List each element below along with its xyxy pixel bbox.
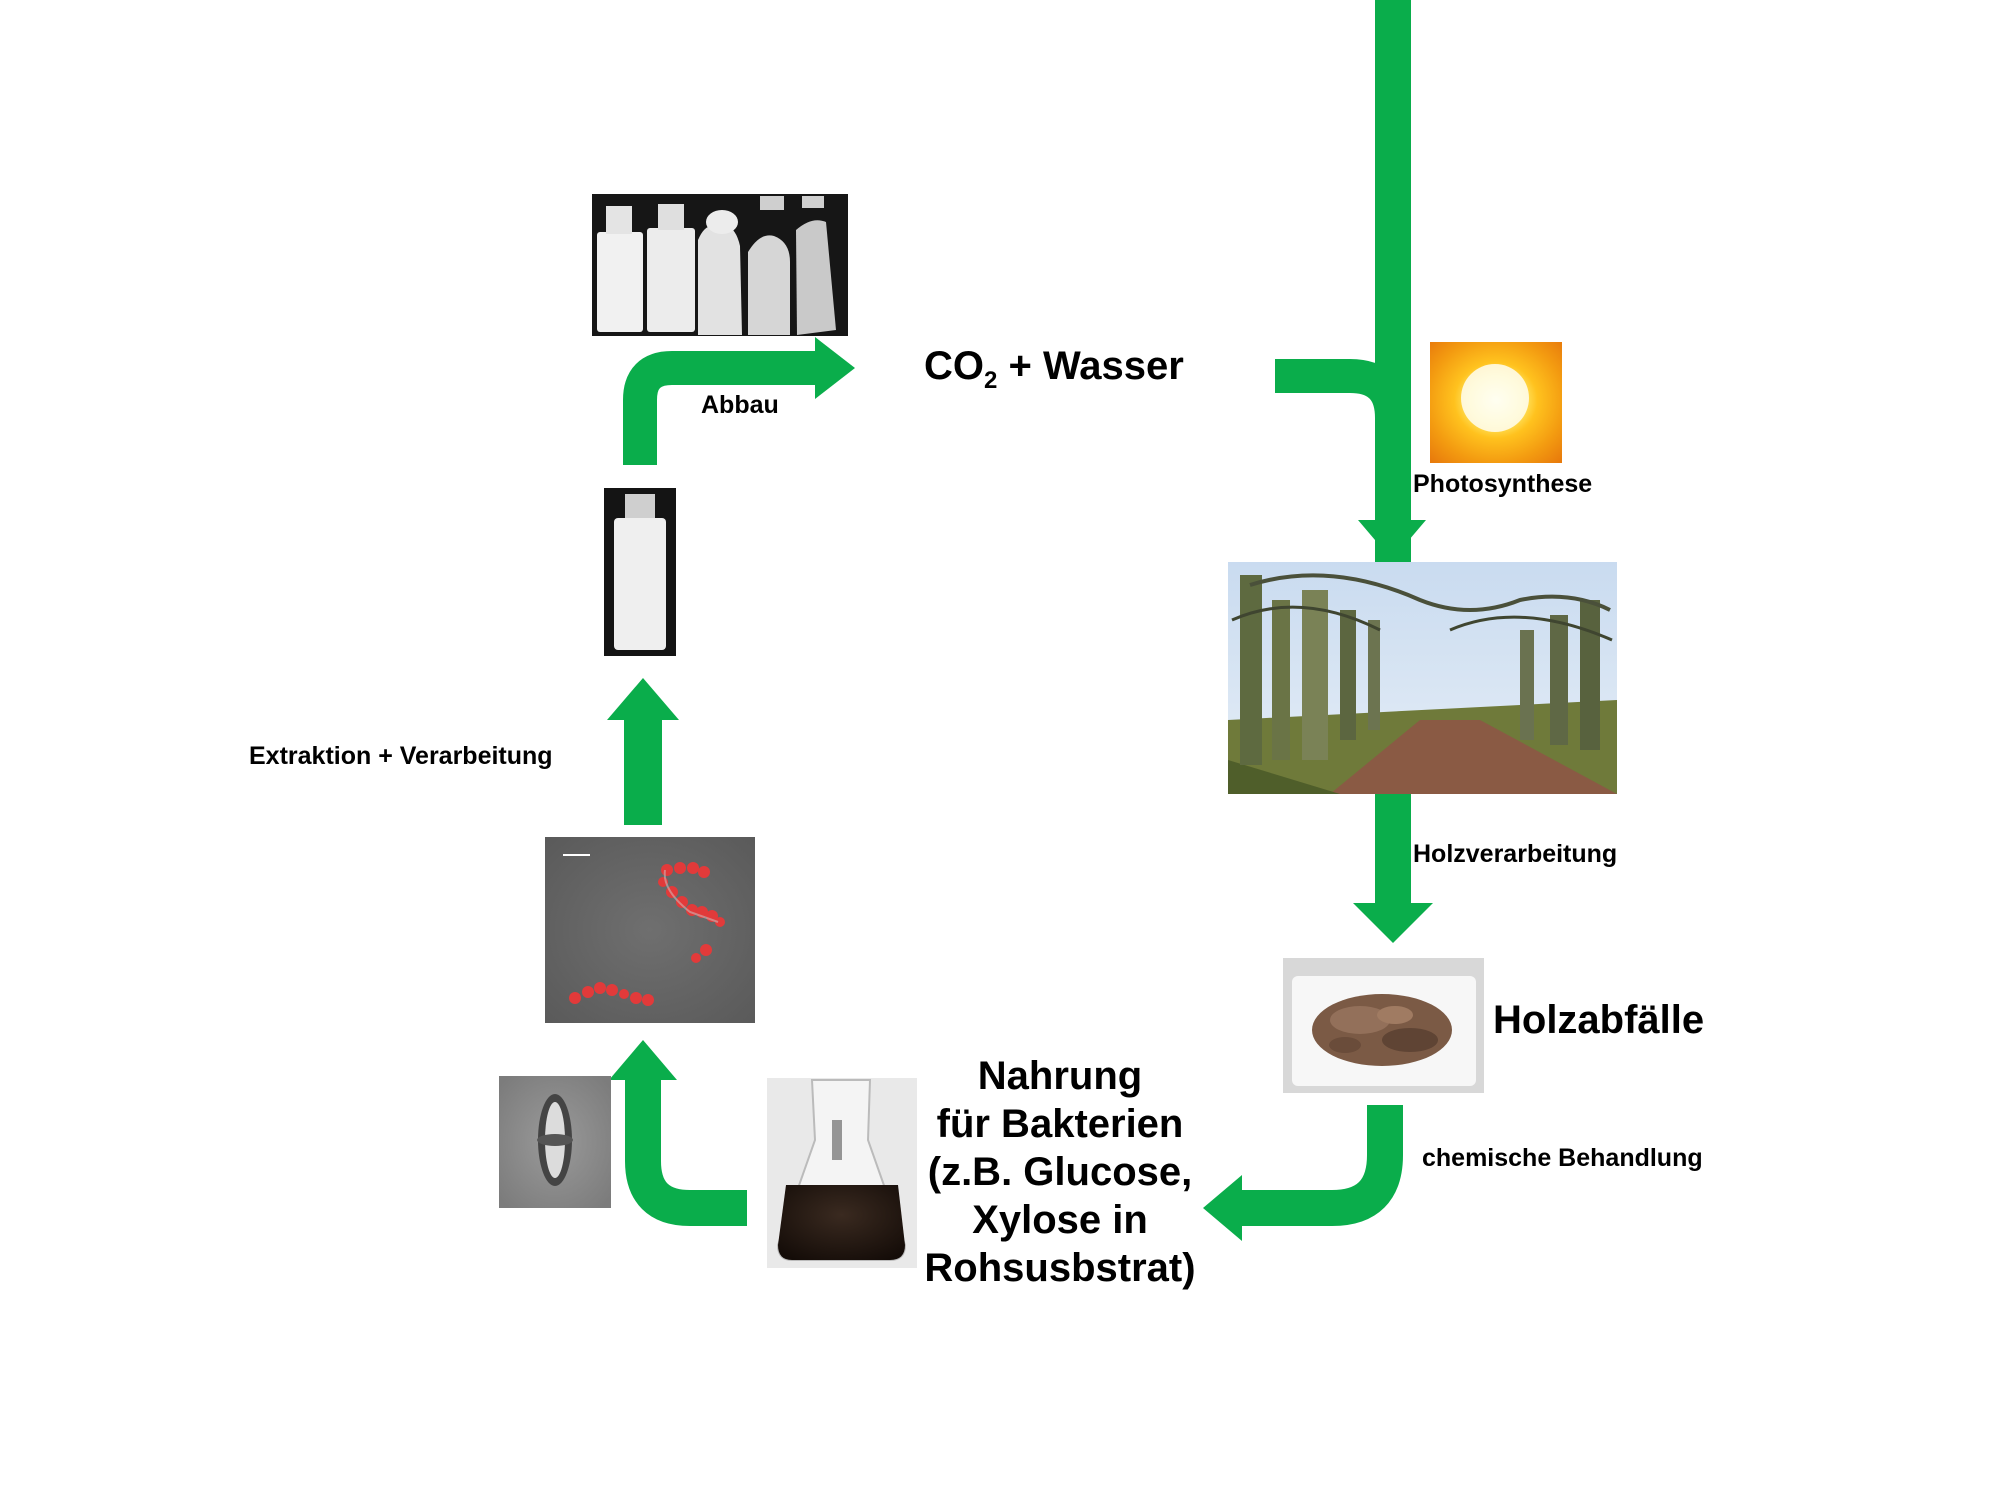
holzverarbeitung-label: Holzverarbeitung [1413,840,1618,868]
nahrung-line-3: (z.B. Glucose, [927,1150,1193,1194]
co2-wasser-label: CO2 + Wasser [924,344,1184,395]
white-bottle-photo [604,488,676,656]
photosynthese-label: Photosynthese [1413,470,1593,498]
arrow-abbau [623,337,855,465]
nahrung-line-5: Rohsusbstrat) [924,1246,1196,1290]
arrow-extraktion [607,678,679,825]
wood-waste-photo [1283,958,1484,1093]
bacterium-micrograph [499,1076,611,1208]
nahrung-line-4: Xylose in [972,1198,1148,1242]
flask-photo [767,1078,917,1268]
bacteria-fluorescence-micrograph [545,837,755,1023]
forest-photo [1228,562,1617,794]
holzabfaelle-label: Holzabfälle [1493,998,1705,1042]
nahrung-text-block: Nahrung für Bakterien (z.B. Glucose, Xyl… [905,1052,1215,1292]
sun-photo [1430,342,1562,463]
arrow-to-bacteria [609,1040,747,1226]
arrow-chemische-behandlung [1203,1105,1403,1241]
chemische-behandlung-label: chemische Behandlung [1422,1144,1703,1172]
degraded-bottles-photo [592,194,848,336]
nahrung-line-1: Nahrung [977,1054,1143,1098]
nahrung-line-2: für Bakterien [936,1102,1184,1146]
co2-subscript: 2 [984,367,998,394]
co2-prefix: CO [924,344,984,388]
co2-suffix: + Wasser [997,344,1184,388]
abbau-label: Abbau [701,391,779,419]
extraktion-verarbeitung-label: Extraktion + Verarbeitung [249,742,553,770]
